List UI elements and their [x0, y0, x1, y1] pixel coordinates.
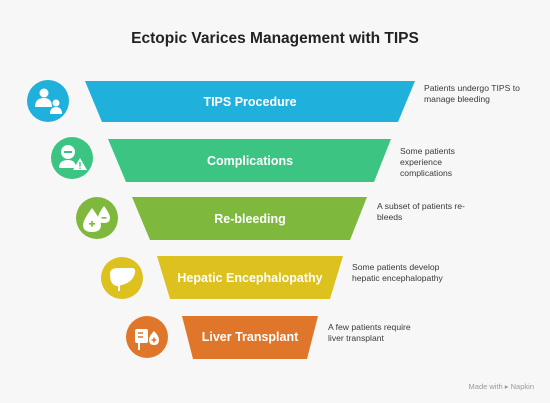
description-liver-transplant: A few patients require liver transplant — [328, 322, 411, 343]
page-title: Ectopic Varices Management with TIPS — [131, 30, 419, 47]
stage-tips-procedure: TIPS Procedure — [85, 81, 415, 122]
description-complications: Some patients experience complications — [400, 146, 455, 178]
funnel-band-2 — [108, 139, 391, 182]
funnel-band-3 — [132, 197, 367, 240]
person-warning-icon — [51, 137, 93, 179]
description-re-bleeding: A subset of patients re-bleeds — [377, 201, 465, 222]
napkin-watermark: Made with ▸ Napkin — [468, 382, 534, 391]
blood-drops-plus-minus-icon — [76, 197, 118, 239]
transplant-box-icon — [126, 316, 168, 358]
band-label-3: Re-bleeding — [214, 212, 286, 226]
funnel-band-5 — [182, 316, 318, 359]
stage-re-bleeding: Re-bleeding — [132, 197, 367, 240]
description-tips-procedure: Patients undergo TIPS to manage bleeding — [424, 83, 520, 104]
stage-hepatic-encephalopathy: Hepatic Encephalopathy — [157, 256, 343, 299]
stage-complications: Complications — [108, 139, 391, 182]
band-label-1: TIPS Procedure — [203, 95, 296, 109]
stage-liver-transplant: Liver Transplant — [182, 316, 318, 359]
band-label-5: Liver Transplant — [202, 330, 299, 344]
description-hepatic-encephalopathy: Some patients develop hepatic encephalop… — [352, 262, 443, 283]
funnel-band-1 — [85, 81, 415, 122]
band-label-2: Complications — [207, 154, 293, 168]
patient-care-icon — [27, 80, 69, 122]
liver-icon — [101, 257, 143, 299]
funnel-band-4 — [157, 256, 343, 299]
band-label-4: Hepatic Encephalopathy — [177, 271, 322, 285]
